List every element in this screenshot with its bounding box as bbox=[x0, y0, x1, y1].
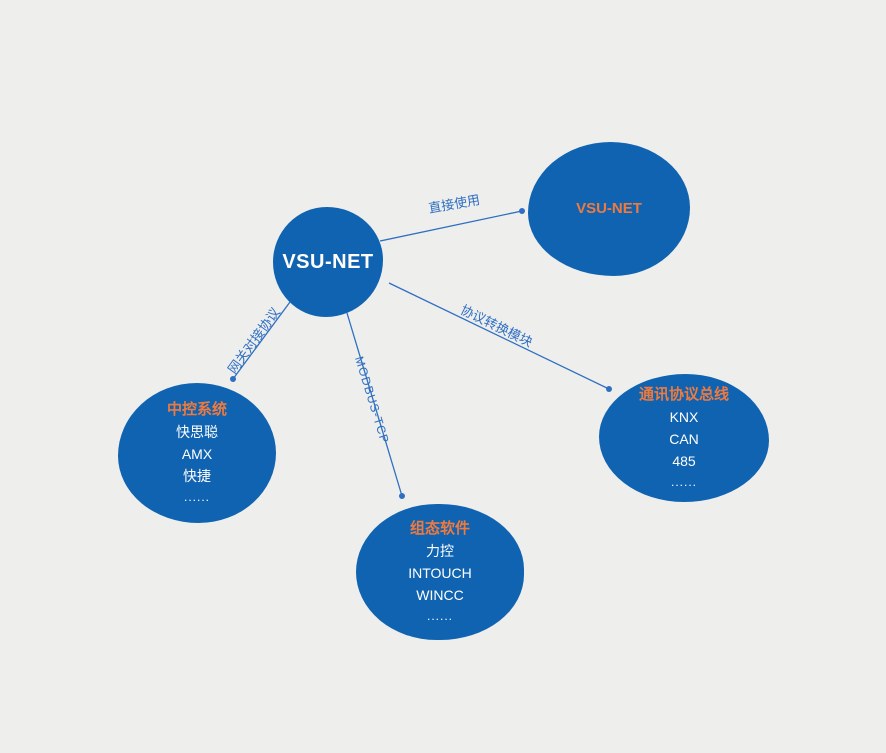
node-scada-ellipsis: ...... bbox=[426, 609, 453, 623]
node-scada-software: 组态软件 力控 INTOUCH WINCC ...... bbox=[356, 504, 524, 640]
connector-gateway-protocol-line bbox=[232, 301, 291, 380]
node-protocol-bus-item: CAN bbox=[669, 431, 699, 447]
connector-direct-use-endpoint bbox=[519, 208, 525, 214]
connector-direct-use-line bbox=[379, 210, 523, 242]
connector-protocol-module-line bbox=[388, 282, 610, 390]
node-central-control-ellipsis: ...... bbox=[183, 490, 210, 504]
node-scada-item: WINCC bbox=[416, 587, 464, 603]
connector-protocol-module bbox=[388, 282, 612, 392]
node-scada-item: INTOUCH bbox=[408, 565, 472, 581]
node-scada-item: 力控 bbox=[426, 543, 454, 559]
node-central-control-title: 中控系统 bbox=[166, 401, 227, 418]
node-vsu-net-center: VSU-NET bbox=[273, 207, 383, 317]
connector-modbus-tcp-endpoint bbox=[399, 493, 405, 499]
node-vsu-net-center-label: VSU-NET bbox=[282, 250, 374, 273]
node-central-control-item: AMX bbox=[181, 446, 213, 462]
node-vsu-net-direct: VSU-NET bbox=[528, 142, 690, 276]
node-central-control-item: 快思聪 bbox=[176, 424, 218, 440]
connector-gateway-protocol bbox=[230, 301, 291, 382]
node-central-control-system: 中控系统 快思聪 AMX 快捷 ...... bbox=[118, 383, 276, 523]
connector-gateway-protocol-endpoint bbox=[230, 376, 236, 382]
node-vsu-net-direct-title: VSU-NET bbox=[576, 200, 642, 217]
connector-protocol-module-endpoint bbox=[606, 386, 612, 392]
node-protocol-bus-item: KNX bbox=[669, 409, 699, 425]
node-central-control-item: 快捷 bbox=[183, 468, 211, 484]
node-protocol-bus-item: 485 bbox=[672, 453, 696, 469]
node-protocol-bus: 通讯协议总线 KNX CAN 485 ...... bbox=[599, 374, 769, 502]
node-scada-title: 组态软件 bbox=[409, 520, 470, 537]
node-protocol-bus-ellipsis: ...... bbox=[670, 475, 697, 489]
connector-modbus-tcp bbox=[346, 312, 405, 499]
connector-modbus-tcp-line bbox=[346, 312, 403, 497]
connector-direct-use bbox=[379, 208, 525, 242]
node-protocol-bus-title: 通讯协议总线 bbox=[638, 386, 729, 403]
